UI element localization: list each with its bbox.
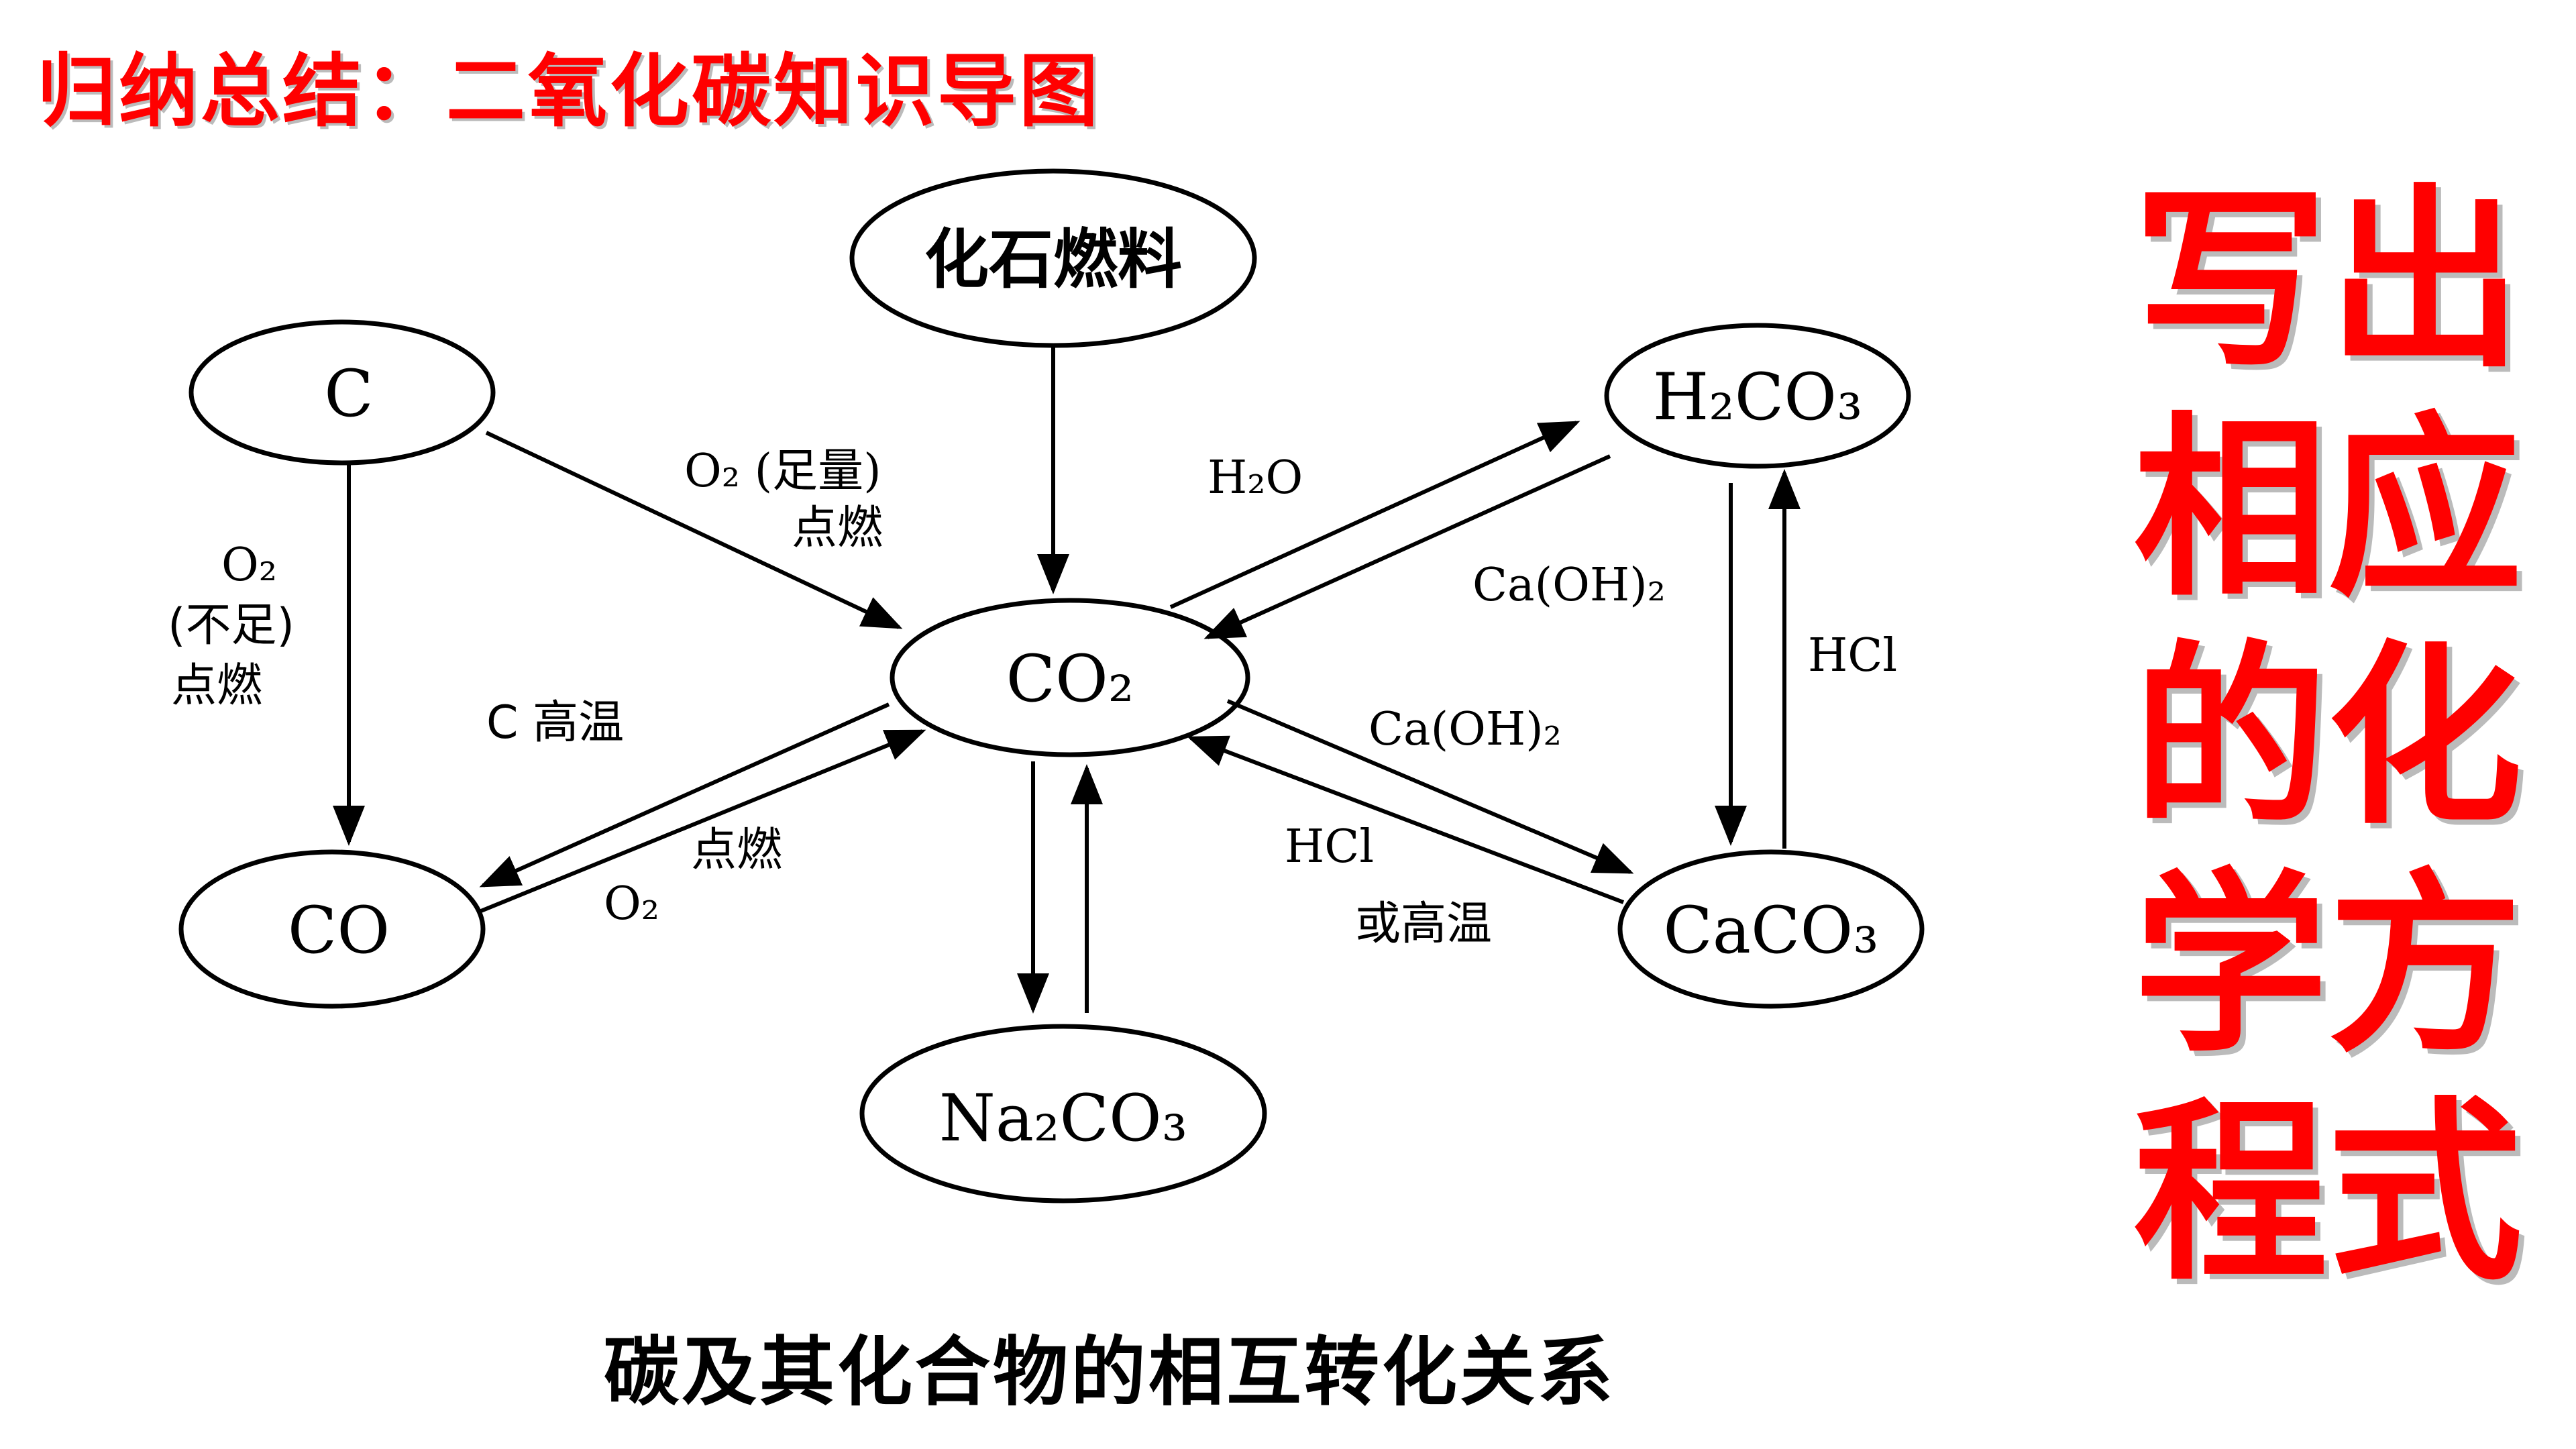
arrow-c-to-co2 <box>485 431 903 629</box>
node-c: C <box>189 319 496 466</box>
arrow-co-to-co2 <box>476 729 926 914</box>
side-line: 学方 <box>2133 853 2522 1079</box>
svg-text:化石燃料: 化石燃料 <box>924 221 1182 297</box>
side-instruction: 写出 相应 的化 学方 程式 <box>2133 168 2522 1308</box>
label-caoh2: Ca(OH)₂ <box>1472 559 1666 612</box>
svg-text:CO: CO <box>288 893 390 968</box>
arrow-co2-to-co <box>479 702 890 888</box>
label-o2-sufficient: O₂ (足量) <box>684 445 881 498</box>
svg-text:CO₂: CO₂ <box>1006 641 1134 716</box>
side-line: 相应 <box>2133 396 2522 623</box>
svg-text:H₂CO₃: H₂CO₃ <box>1653 360 1863 435</box>
svg-text:CaCO₃: CaCO₃ <box>1663 893 1878 968</box>
svg-text:Na₂CO₃: Na₂CO₃ <box>939 1081 1187 1156</box>
label-ignite: 点燃 <box>792 502 883 555</box>
node-na2co3: Na₂CO₃ <box>859 1024 1267 1203</box>
side-line: 写出 <box>2133 168 2522 394</box>
label-caoh2: Ca(OH)₂ <box>1368 703 1562 756</box>
arrow-co2-to-h2co3 <box>1169 421 1580 609</box>
node-co2: CO₂ <box>890 598 1250 757</box>
node-fossil-fuel: 化石燃料 <box>849 168 1257 348</box>
label-insufficient: (不足) <box>168 599 294 652</box>
node-h2co3: H₂CO₃ <box>1604 323 1911 469</box>
label-hcl: HCl <box>1808 629 1897 682</box>
arrow-co2-to-caco3 <box>1226 699 1634 874</box>
label-o2: O₂ <box>604 877 659 930</box>
label-ignite: 点燃 <box>171 659 262 712</box>
diagram-caption: 碳及其化合物的相互转化关系 <box>604 1329 1615 1416</box>
side-line: 程式 <box>2133 1081 2522 1307</box>
node-caco3: CaCO₃ <box>1617 849 1925 1009</box>
label-hcl: HCl <box>1285 820 1374 873</box>
page-title: 归纳总结：二氧化碳知识导图 <box>37 45 1102 138</box>
label-h2o: H₂O <box>1208 451 1303 504</box>
label-o2: O₂ <box>221 539 277 592</box>
side-line: 的化 <box>2133 625 2522 851</box>
label-or-high-temp: 或高温 <box>1355 898 1492 951</box>
arrow-caco3-to-co2 <box>1187 735 1625 904</box>
label-ignite: 点燃 <box>691 824 782 877</box>
svg-text:C: C <box>324 356 373 431</box>
node-co: CO <box>178 849 486 1009</box>
arrow-h2co3-to-co2 <box>1203 454 1611 639</box>
label-c-high-temp: C 高温 <box>486 696 624 749</box>
